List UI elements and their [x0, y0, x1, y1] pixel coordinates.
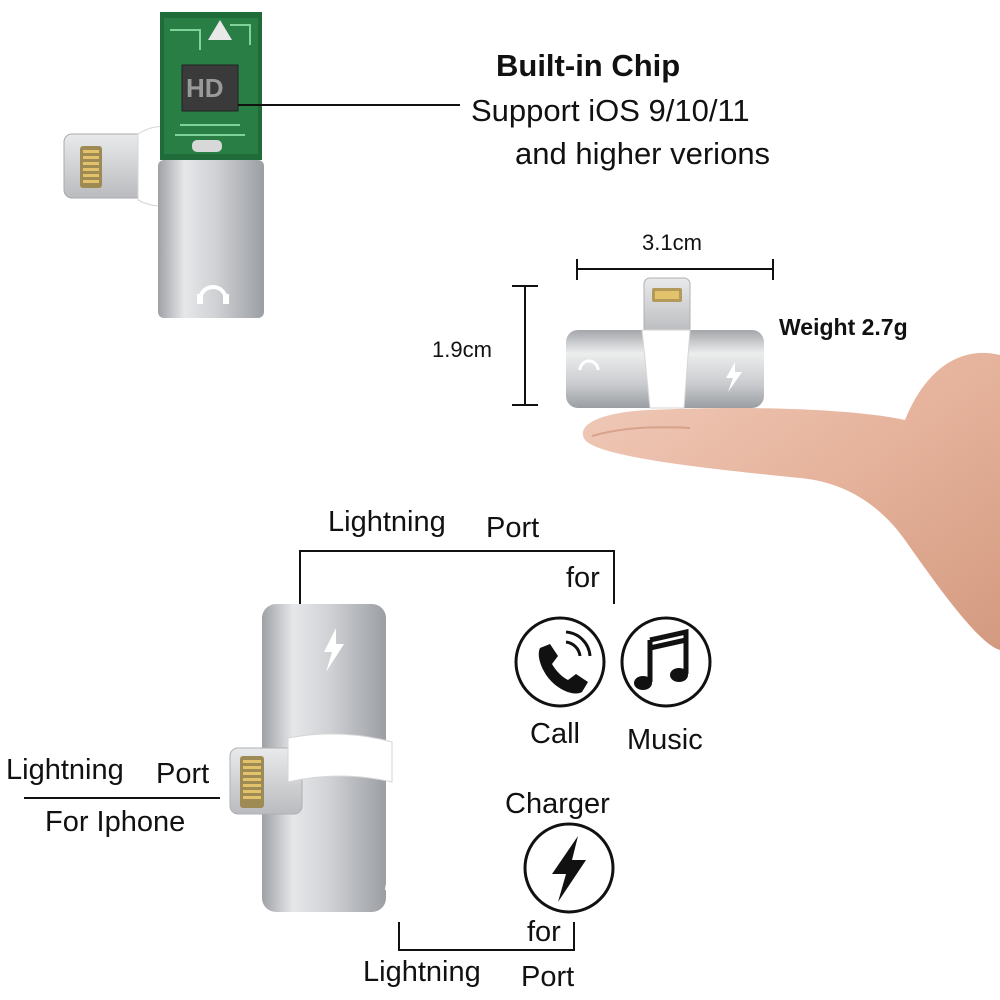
chip-support-line-2: and higher verions: [515, 136, 771, 171]
top-port-label-b: Port: [486, 512, 540, 544]
chip-badge: HD: [186, 73, 224, 103]
charger-bolt-icon: [523, 822, 615, 914]
width-dimension: 3.1cm: [642, 230, 702, 255]
height-dimension: 1.9cm: [432, 337, 492, 362]
music-label: Music: [627, 724, 703, 756]
music-note-icon: [620, 616, 712, 708]
horizontal-adapter-image: [566, 277, 764, 409]
charger-label: Charger: [505, 788, 610, 820]
left-port-label-b: Port: [156, 758, 210, 790]
chip-adapter-image: [63, 12, 264, 318]
for-iphone-label: For Iphone: [45, 806, 186, 838]
headphone-icon: [197, 285, 229, 304]
finger-image: [582, 352, 1000, 650]
top-for-label: for: [566, 562, 600, 594]
bottom-for-label: for: [527, 916, 561, 948]
bracket-lines: [24, 550, 615, 951]
chip-support-line: Support iOS 9/10/11: [471, 93, 750, 128]
chip-title: Built-in Chip: [496, 48, 681, 83]
chip-board-icon: [160, 12, 262, 160]
call-label: Call: [530, 718, 580, 750]
vertical-adapter-image: [229, 604, 417, 912]
phone-call-icon: [514, 616, 606, 708]
bottom-port-label-b: Port: [521, 961, 575, 993]
top-port-label-a: Lightning: [328, 506, 446, 538]
left-port-label-a: Lightning: [6, 754, 124, 786]
weight-label: Weight 2.7g: [779, 314, 908, 340]
bottom-port-label-a: Lightning: [363, 956, 481, 988]
dimension-lines: [512, 259, 774, 406]
